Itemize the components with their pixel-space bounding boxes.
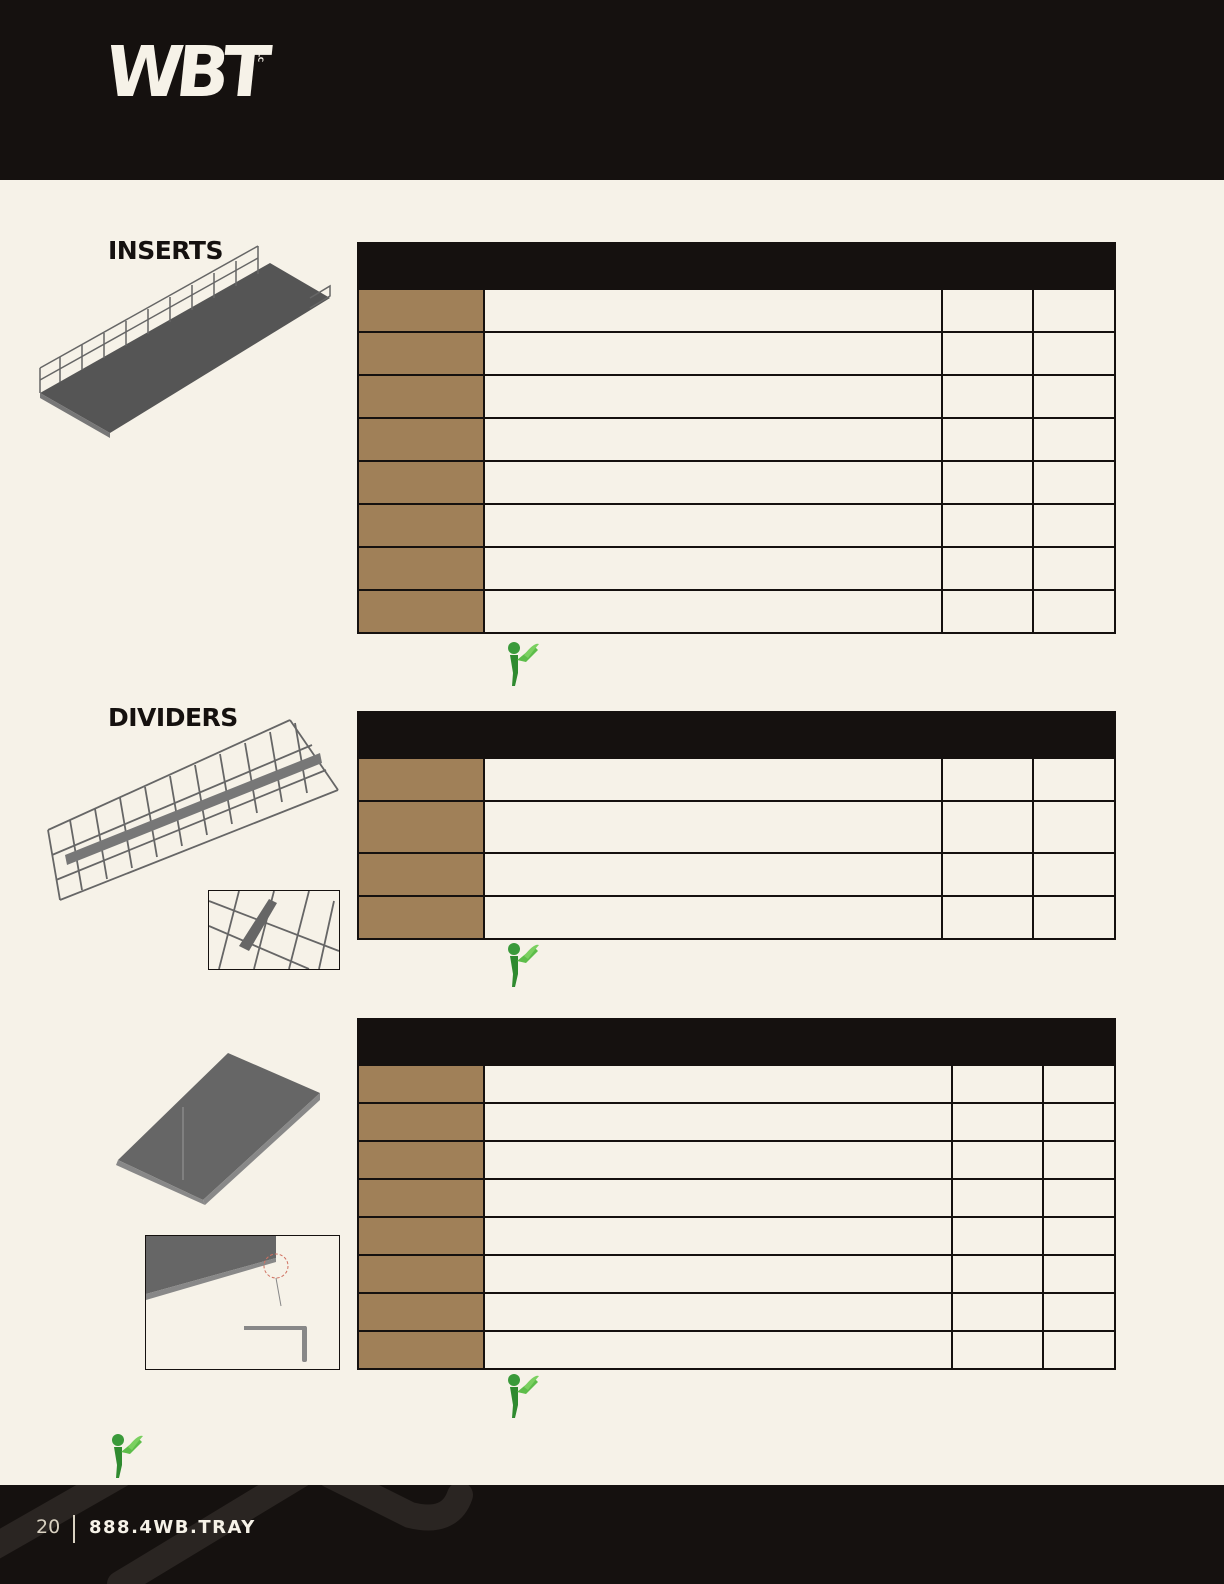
- footer-divider: [73, 1515, 75, 1543]
- table-row: [357, 503, 1117, 548]
- logo-suffix: LLC: [256, 48, 266, 63]
- inserts-spec-table: [357, 242, 1117, 634]
- phone-number: 888.4WB.TRAY: [89, 1517, 256, 1538]
- table-row: [357, 288, 1117, 333]
- table-row: [357, 1178, 1117, 1218]
- table-row: [357, 589, 1117, 634]
- dividers-product-image: [40, 715, 346, 915]
- table-row: [357, 1254, 1117, 1294]
- table-row: [357, 1102, 1117, 1142]
- page-number: 20: [36, 1516, 61, 1538]
- table-row: [357, 852, 1117, 897]
- table-header-row: [357, 242, 1116, 290]
- table-row: [357, 1140, 1117, 1180]
- green-mascot-icon: [508, 642, 539, 686]
- divider-detail-inset: [208, 890, 340, 970]
- table-row: [357, 895, 1117, 940]
- wbt-logo: WBT LLC: [102, 31, 268, 113]
- table-header-row: [357, 711, 1116, 759]
- green-mascot-icon: [112, 1434, 143, 1478]
- table-row: [357, 417, 1117, 462]
- table-row: [357, 331, 1117, 376]
- table-row: [357, 1330, 1117, 1370]
- table-row: [357, 1216, 1117, 1256]
- cover-product-image: [108, 1045, 323, 1205]
- table-row: [357, 800, 1117, 854]
- dividers-spec-table: [357, 711, 1117, 940]
- table-row: [357, 374, 1117, 419]
- green-mascot-icon: [508, 943, 539, 987]
- table-row: [357, 546, 1117, 591]
- cover-detail-inset: [145, 1235, 340, 1370]
- table-row: [357, 1292, 1117, 1332]
- footer-decoration: [0, 1485, 473, 1584]
- covers-spec-table: [357, 1018, 1117, 1370]
- page-footer: [0, 1485, 1224, 1584]
- section-title-dividers: DIVIDERS: [108, 703, 238, 729]
- inserts-product-image: [30, 238, 336, 438]
- green-mascot-icon: [508, 1374, 539, 1418]
- page-header: WBT LLC: [0, 0, 1224, 180]
- logo-text: WBT: [101, 31, 268, 113]
- table-row: [357, 1064, 1117, 1104]
- table-row: [357, 460, 1117, 505]
- section-title-inserts: INSERTS: [108, 236, 224, 265]
- table-header-row: [357, 1018, 1116, 1066]
- table-row: [357, 757, 1117, 802]
